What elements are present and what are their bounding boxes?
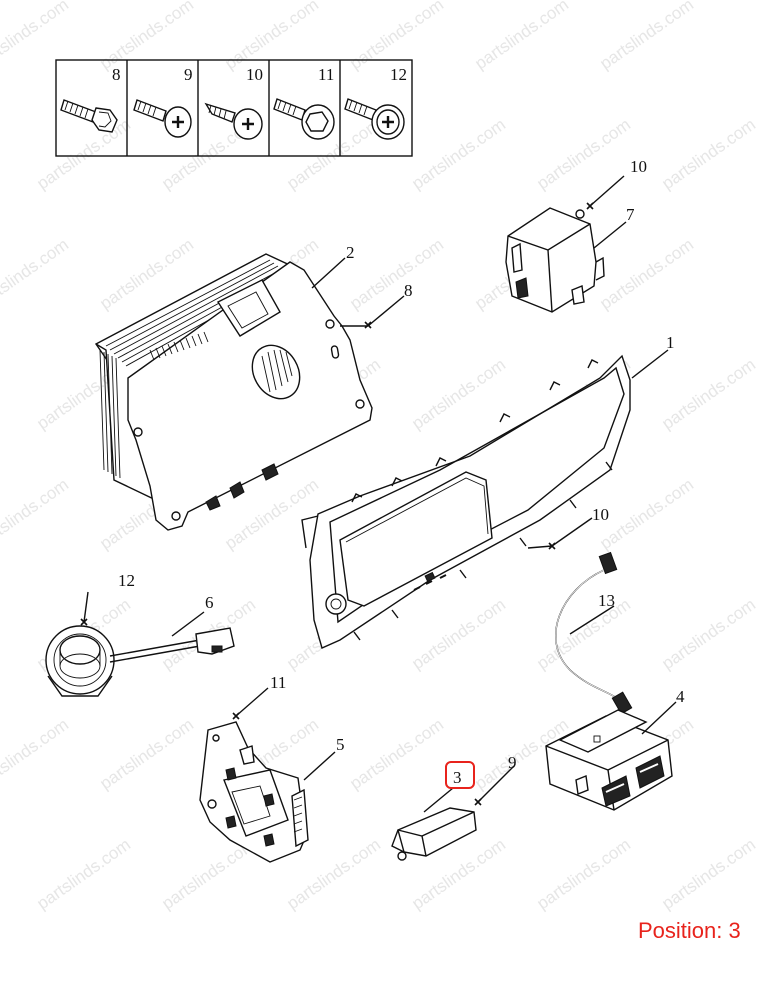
highlight-box — [445, 761, 475, 789]
table-number-10: 10 — [246, 65, 263, 84]
watermark-text: partslinds.com — [533, 115, 634, 193]
position-label: Position: 3 — [638, 918, 741, 943]
watermark-text: partslinds.com — [596, 475, 697, 553]
callout-5: 5 — [336, 735, 345, 754]
screw-markers — [80, 202, 594, 806]
display-panel-1 — [301, 354, 631, 649]
table-number-9: 9 — [184, 65, 193, 84]
control-module-7 — [505, 207, 605, 313]
tapping-screw-icon — [204, 102, 263, 140]
table-number-11: 11 — [318, 65, 334, 84]
watermark-text: partslinds.com — [408, 355, 509, 433]
callout-13: 13 — [598, 591, 615, 610]
phillips-screw-icon — [133, 99, 192, 138]
callout-10-panel: 10 — [592, 505, 609, 524]
watermark-text: partslinds.com — [658, 835, 759, 913]
watermark-text: partslinds.com — [658, 115, 759, 193]
watermark-text: partslinds.com — [408, 595, 509, 673]
callout-2: 2 — [346, 243, 355, 262]
watermark-text: partslinds.com — [533, 835, 634, 913]
hex-flange-bolt-icon — [273, 98, 335, 140]
watermark-text: partslinds.com — [658, 355, 759, 433]
watermark-text: partslinds.com — [471, 0, 572, 73]
watermark-text: partslinds.com — [33, 115, 134, 193]
callout-1: 1 — [666, 333, 675, 352]
watermark-text: partslinds.com — [96, 715, 197, 793]
sensor-module-3 — [391, 807, 477, 861]
watermark-text: partslinds.com — [33, 835, 134, 913]
hex-bolt-icon — [60, 99, 118, 133]
leader-lines — [83, 175, 677, 813]
callout-6: 6 — [205, 593, 214, 612]
watermark-text: partslinds.com — [346, 715, 447, 793]
watermark-text: partslinds.com — [533, 595, 634, 673]
bracket-5 — [199, 721, 309, 863]
watermark-text: partslinds.com — [0, 235, 72, 313]
callout-8: 8 — [404, 281, 413, 300]
watermark-text: partslinds.com — [0, 0, 72, 73]
callout-10-module: 10 — [630, 157, 647, 176]
speaker-6 — [45, 625, 235, 697]
usb-cable-13 — [555, 551, 633, 715]
watermark-text: partslinds.com — [221, 0, 322, 73]
screw-table: 8 9 10 11 12 — [55, 59, 413, 157]
callout-11: 11 — [270, 673, 286, 692]
watermark-text: partslinds.com — [346, 0, 447, 73]
callout-7: 7 — [626, 205, 635, 224]
audio-host-2 — [94, 253, 373, 531]
table-number-12: 12 — [390, 65, 407, 84]
phillips-washer-screw-icon — [344, 98, 405, 140]
table-number-8: 8 — [112, 65, 121, 84]
watermark-text: partslinds.com — [0, 475, 72, 553]
watermark-text: partslinds.com — [658, 595, 759, 673]
watermark-text: partslinds.com — [408, 115, 509, 193]
callout-4: 4 — [676, 687, 685, 706]
watermark-text: partslinds.com — [596, 0, 697, 73]
callout-3: 3 — [453, 768, 462, 787]
watermark-text: partslinds.com — [596, 235, 697, 313]
callout-numbers: 1 2 3 4 5 6 7 8 9 10 10 11 12 13 — [118, 157, 685, 789]
usb-socket-4 — [545, 709, 673, 811]
callout-9: 9 — [508, 753, 517, 772]
callout-12: 12 — [118, 571, 135, 590]
watermark-text: partslinds.com — [0, 715, 72, 793]
watermark-text: partslinds.com — [96, 0, 197, 73]
